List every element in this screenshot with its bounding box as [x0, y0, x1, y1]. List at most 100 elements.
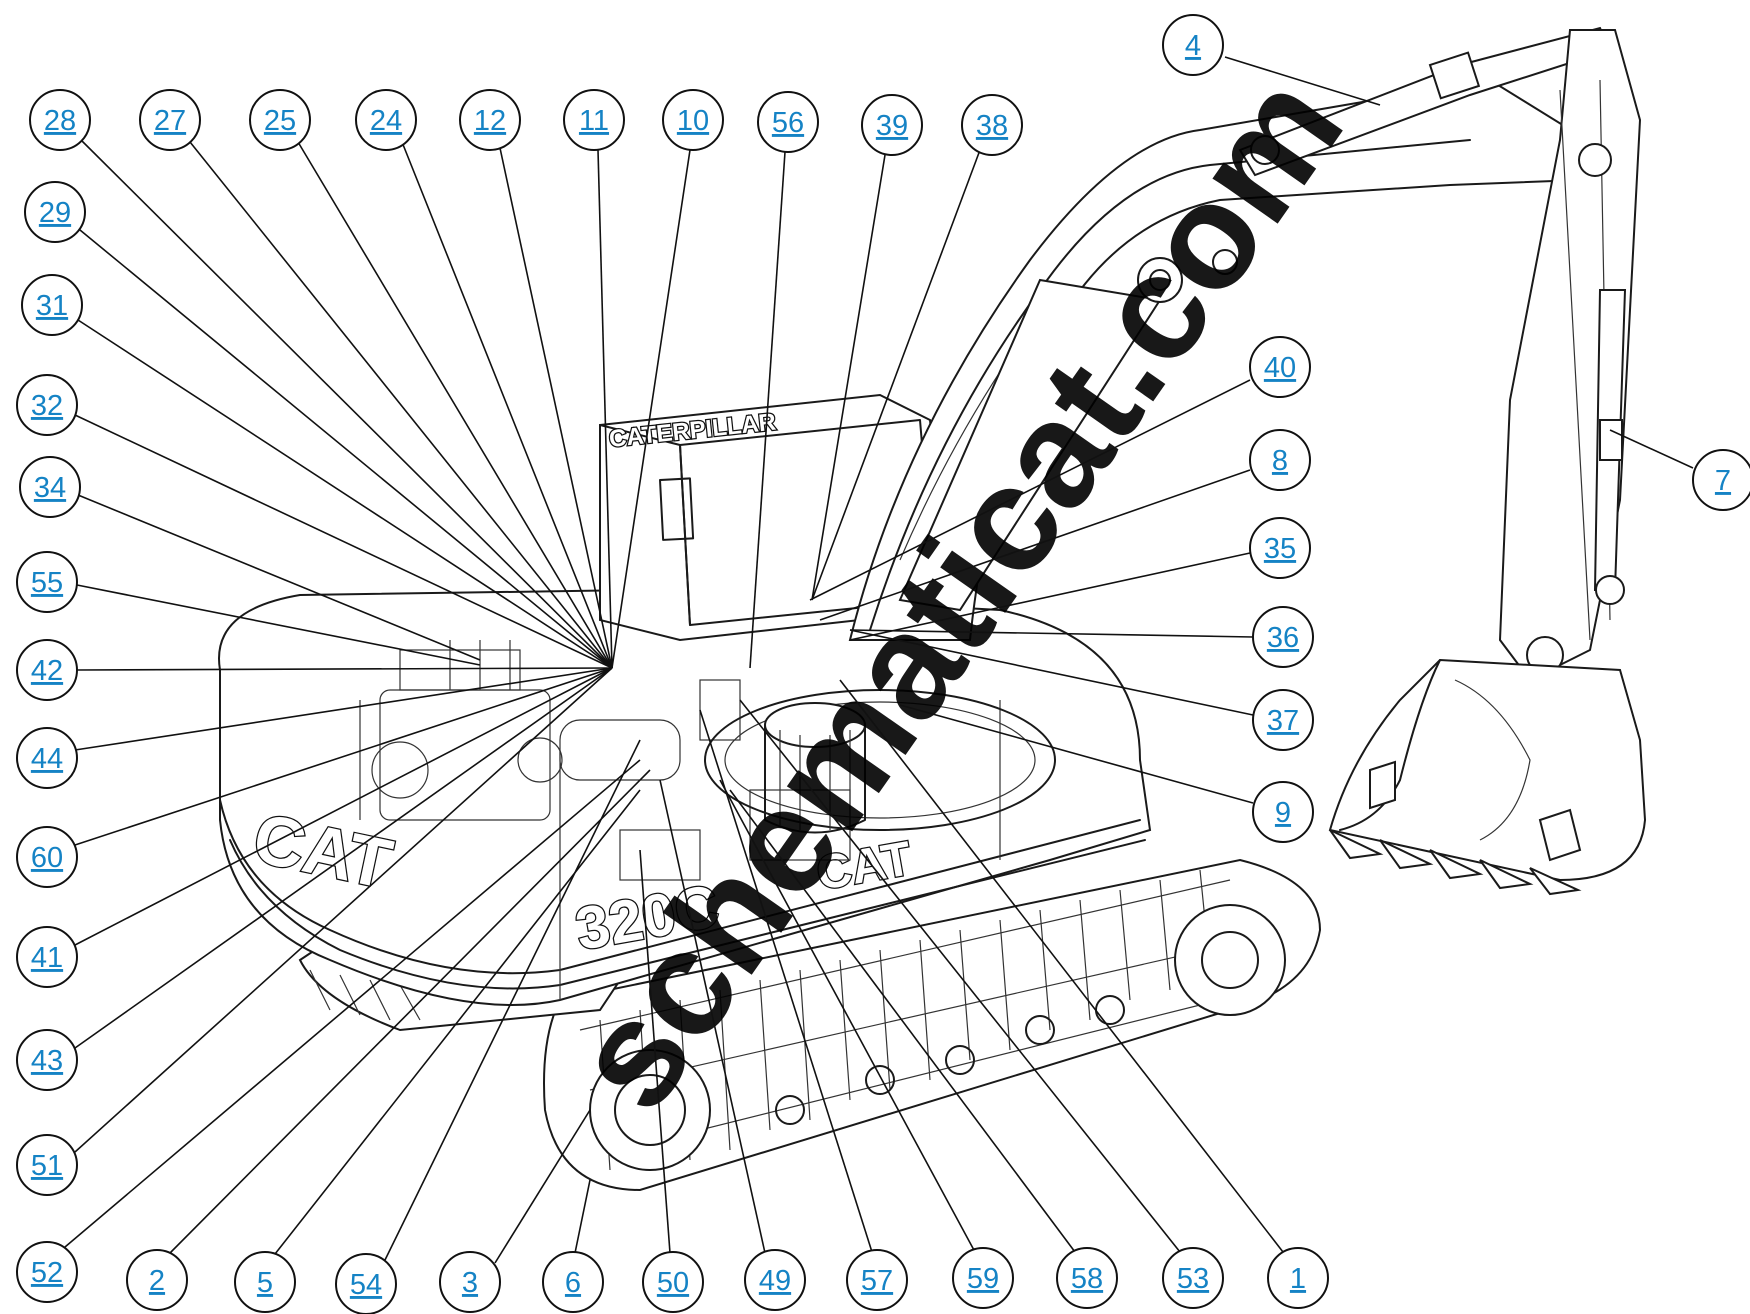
callout-34[interactable]: 34	[19, 456, 81, 518]
callout-29[interactable]: 29	[24, 181, 86, 243]
callout-49[interactable]: 49	[744, 1249, 806, 1311]
callout-57[interactable]: 57	[846, 1249, 908, 1311]
callout-39[interactable]: 39	[861, 94, 923, 156]
svg-text:5: 5	[257, 1267, 273, 1299]
svg-text:39: 39	[876, 110, 908, 142]
callout-35[interactable]: 35	[1249, 517, 1311, 579]
svg-text:2: 2	[149, 1265, 165, 1297]
callout-55[interactable]: 55	[16, 551, 78, 613]
callout-6[interactable]: 6	[542, 1251, 604, 1313]
svg-text:32: 32	[31, 390, 63, 422]
leader-line-29	[79, 229, 613, 669]
callout-44[interactable]: 44	[16, 727, 78, 789]
leader-line-10	[611, 149, 691, 669]
bucket	[1328, 658, 1647, 896]
callout-9[interactable]: 9	[1252, 781, 1314, 843]
callout-7[interactable]: 7	[1692, 449, 1750, 511]
callout-27[interactable]: 27	[139, 89, 201, 151]
callout-8[interactable]: 8	[1249, 429, 1311, 491]
leader-line-3	[494, 1109, 591, 1264]
svg-text:1: 1	[1290, 1263, 1306, 1295]
svg-text:38: 38	[976, 110, 1008, 142]
callout-38[interactable]: 38	[961, 94, 1023, 156]
callout-59[interactable]: 59	[952, 1247, 1014, 1309]
callout-60[interactable]: 60	[16, 826, 78, 888]
svg-text:36: 36	[1267, 622, 1299, 654]
callout-51[interactable]: 51	[16, 1134, 78, 1196]
leader-line-25	[297, 141, 613, 669]
leader-line-24	[401, 141, 613, 669]
callout-25[interactable]: 25	[249, 89, 311, 151]
leader-line-38	[811, 149, 981, 601]
svg-text:56: 56	[772, 107, 804, 139]
callout-31[interactable]: 31	[21, 274, 83, 336]
svg-text:12: 12	[474, 105, 506, 137]
leader-line-6	[574, 1179, 591, 1254]
leader-line-60	[74, 667, 613, 846]
callout-43[interactable]: 43	[16, 1029, 78, 1091]
leader-line-32	[74, 414, 613, 669]
callout-40[interactable]: 40	[1249, 336, 1311, 398]
leader-line-2	[169, 769, 651, 1254]
leader-line-54	[384, 739, 641, 1261]
leader-line-7	[1609, 429, 1694, 469]
leader-line-51	[74, 667, 613, 1153]
callout-12[interactable]: 12	[459, 89, 521, 151]
svg-text:3: 3	[462, 1267, 478, 1299]
svg-text:53: 53	[1177, 1263, 1209, 1295]
leader-line-49	[659, 779, 766, 1254]
leader-line-44	[74, 667, 613, 751]
callout-1[interactable]: 1	[1267, 1247, 1329, 1309]
svg-text:40: 40	[1264, 352, 1296, 384]
leader-line-11	[597, 149, 613, 669]
leader-line-36	[849, 629, 1254, 638]
leader-line-57	[699, 709, 873, 1253]
svg-text:50: 50	[657, 1267, 689, 1299]
excavator-illustration: CAT 320C CAT	[218, 26, 1647, 1192]
leader-line-39	[811, 154, 886, 601]
leader-line-41	[74, 667, 613, 946]
callout-58[interactable]: 58	[1056, 1247, 1118, 1309]
callout-37[interactable]: 37	[1252, 689, 1314, 751]
callout-24[interactable]: 24	[355, 89, 417, 151]
callout-41[interactable]: 41	[16, 926, 78, 988]
callout-56[interactable]: 56	[757, 91, 819, 153]
callout-2[interactable]: 2	[126, 1249, 188, 1311]
svg-text:55: 55	[31, 567, 63, 599]
svg-text:4: 4	[1185, 30, 1201, 62]
svg-text:34: 34	[34, 472, 66, 504]
callout-36[interactable]: 36	[1252, 606, 1314, 668]
callout-10[interactable]: 10	[662, 89, 724, 151]
leader-line-35	[849, 552, 1251, 641]
callout-54[interactable]: 54	[335, 1253, 397, 1314]
svg-text:60: 60	[31, 842, 63, 874]
leader-line-4	[1224, 56, 1381, 106]
svg-text:44: 44	[31, 743, 63, 775]
svg-text:6: 6	[565, 1267, 581, 1299]
leader-line-27	[189, 141, 613, 669]
callout-11[interactable]: 11	[563, 89, 625, 151]
callout-32[interactable]: 32	[16, 374, 78, 436]
svg-text:28: 28	[44, 105, 76, 137]
callout-4[interactable]: 4	[1162, 14, 1224, 76]
leader-line-37	[849, 629, 1254, 716]
callout-53[interactable]: 53	[1162, 1247, 1224, 1309]
svg-text:57: 57	[861, 1265, 893, 1297]
callout-group: 28 27 25 24 12 11 10 56 39 38 4 29 31 32…	[16, 14, 1750, 1314]
leader-line-31	[77, 319, 613, 669]
callout-42[interactable]: 42	[16, 639, 78, 701]
callout-50[interactable]: 50	[642, 1251, 704, 1313]
callout-3[interactable]: 3	[439, 1251, 501, 1313]
callout-28[interactable]: 28	[29, 89, 91, 151]
svg-text:8: 8	[1272, 445, 1288, 477]
callout-5[interactable]: 5	[234, 1251, 296, 1313]
svg-text:10: 10	[677, 105, 709, 137]
leader-line-9	[899, 704, 1254, 804]
callout-52[interactable]: 52	[16, 1241, 78, 1303]
leader-line-40	[809, 379, 1251, 601]
leader-line-5	[274, 789, 641, 1255]
svg-text:43: 43	[31, 1045, 63, 1077]
svg-text:27: 27	[154, 105, 186, 137]
svg-text:9: 9	[1275, 797, 1291, 829]
